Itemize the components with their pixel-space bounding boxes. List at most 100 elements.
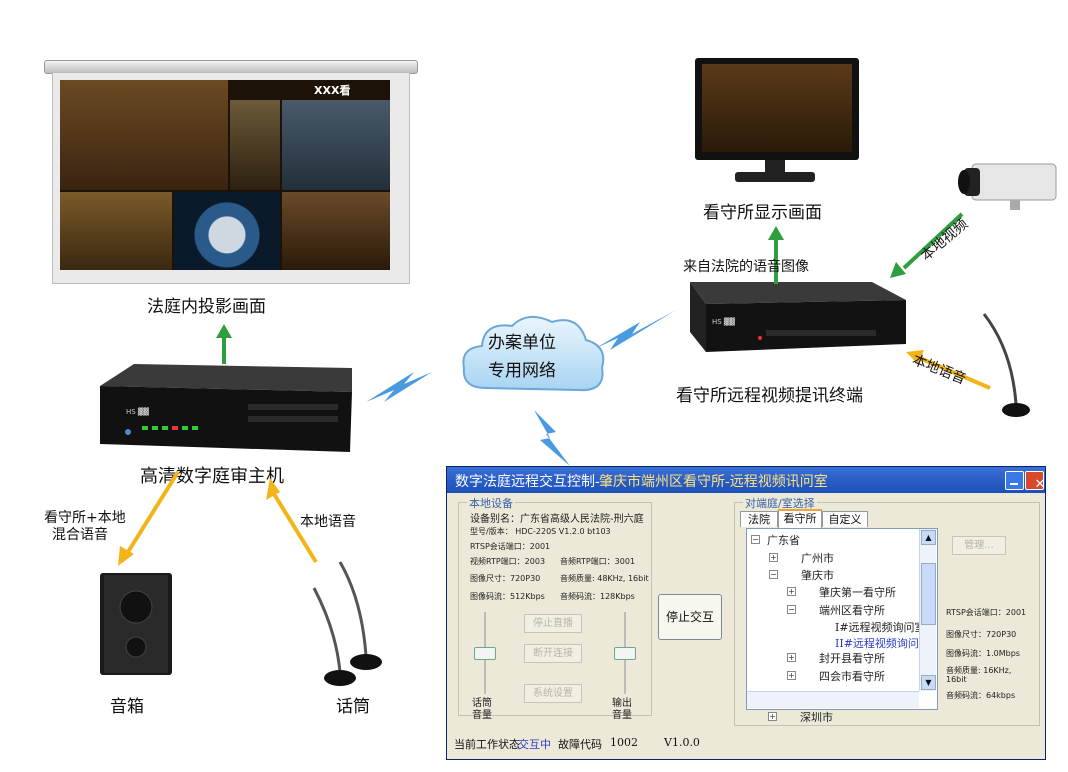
microphone-icon-right bbox=[982, 313, 1030, 417]
microphone-icon-left bbox=[312, 561, 382, 686]
network-cloud bbox=[462, 315, 605, 392]
audio-rtp-port: 音频RTP端口：3001 bbox=[560, 557, 636, 566]
expand-icon[interactable]: + bbox=[768, 712, 777, 721]
disconnect-button[interactable]: 断开连接 bbox=[524, 644, 582, 663]
projector-label: 法庭内投影画面 bbox=[147, 297, 266, 317]
collapse-icon[interactable]: − bbox=[787, 605, 796, 614]
svg-text:HS ▓▓: HS ▓▓ bbox=[712, 317, 735, 326]
tree-hscrollbar[interactable] bbox=[747, 691, 919, 708]
video-tile-defendant bbox=[230, 100, 280, 190]
arrow-mic-to-terminal bbox=[919, 356, 991, 390]
close-button[interactable]: ✕ bbox=[1025, 471, 1046, 492]
remote-room-group: 对端庭/室选择 bbox=[734, 495, 1040, 726]
location-tree[interactable]: − 广东省 + 广州市 − 肇庆市 + 肇庆第一看守所 − 端州区看守所 I#远… bbox=[746, 528, 938, 710]
remote-rtsp-port: RTSP会话端口：2001 bbox=[946, 608, 1027, 617]
tree-node-shenzhen[interactable]: 深圳市 bbox=[800, 711, 833, 724]
mix-audio-label-line1: 看守所+本地 bbox=[44, 510, 126, 526]
tree-node-duanzhou[interactable]: 端州区看守所 bbox=[819, 604, 885, 617]
arrow-mic-to-host bbox=[272, 492, 318, 564]
from-court-label: 来自法院的语音图像 bbox=[683, 259, 809, 275]
device-alias: 设备别名：广东省高级人民法院-刑六庭 bbox=[470, 514, 644, 525]
fault-label: 故障代码 bbox=[558, 738, 602, 751]
courtroom-video-mosaic bbox=[60, 80, 390, 270]
device-model: 型号/版本： HDC-220S V1.2.0 bt103 bbox=[470, 527, 611, 536]
collapse-icon[interactable]: − bbox=[751, 535, 760, 544]
local-rtsp-port: RTSP会话端口：2001 bbox=[470, 542, 551, 551]
minimize-icon bbox=[1010, 483, 1018, 485]
local-image-size: 图像尺寸：720P30 bbox=[470, 574, 541, 583]
output-volume-label-2: 音量 bbox=[612, 710, 632, 721]
scroll-up-icon[interactable]: ▲ bbox=[921, 530, 936, 545]
local-group-title: 本地设备 bbox=[467, 495, 515, 511]
version-text: V1.0.0 bbox=[664, 736, 700, 749]
manage-button[interactable]: 管理... bbox=[952, 536, 1006, 555]
monitor-stand bbox=[765, 160, 785, 172]
monitor-label: 看守所显示画面 bbox=[703, 203, 822, 223]
expand-icon[interactable]: + bbox=[769, 553, 778, 562]
expand-icon[interactable]: + bbox=[787, 671, 796, 680]
speaker-label: 音箱 bbox=[110, 697, 144, 717]
stop-interaction-button[interactable]: 停止交互 bbox=[658, 594, 722, 640]
video-tile-judges bbox=[60, 192, 172, 270]
tab-court[interactable]: 法院 bbox=[740, 511, 778, 527]
local-audio-label-left: 本地语音 bbox=[300, 514, 356, 530]
remote-audio-quality-1: 音频质量: 16KHz, bbox=[946, 666, 1012, 675]
mic-volume-slider[interactable] bbox=[474, 647, 496, 660]
collapse-icon[interactable]: − bbox=[769, 570, 778, 579]
cloud-text-line1: 办案单位 bbox=[488, 333, 556, 353]
tree-node-room-2[interactable]: II#远程视频询问 bbox=[835, 637, 919, 650]
mic-volume-label-2: 音量 bbox=[472, 710, 492, 721]
prison-monitor-screen bbox=[702, 64, 852, 152]
remote-audio-quality-2: 16bit bbox=[946, 675, 967, 684]
window-title-prefix: 数字法庭远程交互控制- bbox=[455, 474, 600, 490]
arrow-camera-to-terminal bbox=[902, 212, 964, 270]
local-device-group: 本地设备 bbox=[458, 495, 652, 716]
tree-node-zhaoqing[interactable]: 肇庆市 bbox=[801, 569, 834, 582]
status-bar: 当前工作状态 交互中 故障代码 1002 V1.0.0 bbox=[446, 734, 1044, 752]
remote-audio-rate: 音频码流：64kbps bbox=[946, 691, 1016, 700]
tab-detention-center[interactable]: 看守所 bbox=[778, 509, 822, 528]
system-settings-button[interactable]: 系统设置 bbox=[524, 684, 582, 703]
tree-scrollbar[interactable]: ▲ ▼ bbox=[919, 529, 936, 691]
svg-text:HS ▓▓: HS ▓▓ bbox=[126, 407, 149, 416]
mic-volume-label-1: 话筒 bbox=[472, 698, 492, 709]
tree-node-room-1[interactable]: I#远程视频询问室 bbox=[835, 621, 926, 634]
scroll-thumb[interactable] bbox=[921, 563, 936, 625]
remote-image-rate: 图像码流：1.0Mbps bbox=[946, 649, 1020, 658]
arrow-host-to-speaker bbox=[126, 470, 180, 554]
window-title-location: 肇庆市端州区看守所-远程视频讯问室 bbox=[599, 474, 828, 490]
output-volume-label-1: 输出 bbox=[612, 698, 632, 709]
monitor-base bbox=[735, 172, 815, 182]
tree-node-fengkai[interactable]: 封开县看守所 bbox=[819, 652, 885, 665]
video-tile-police bbox=[282, 100, 390, 190]
cloud-text-line2: 专用网络 bbox=[488, 361, 556, 381]
fault-code: 1002 bbox=[610, 736, 638, 749]
expand-icon[interactable]: + bbox=[787, 653, 796, 662]
scroll-down-icon[interactable]: ▼ bbox=[921, 675, 936, 690]
video-rtp-port: 视频RTP端口：2003 bbox=[470, 557, 546, 566]
terminal-label: 看守所远程视频提讯终端 bbox=[676, 386, 863, 406]
tree-node-guangdong[interactable]: 广东省 bbox=[767, 534, 800, 547]
status-label: 当前工作状态 bbox=[454, 738, 520, 751]
video-tile-evidence-disc bbox=[174, 192, 280, 270]
remote-group-title: 对端庭/室选择 bbox=[743, 495, 817, 511]
tree-node-sihui[interactable]: 四会市看守所 bbox=[819, 670, 885, 683]
window-titlebar[interactable]: 数字法庭远程交互控制- 肇庆市端州区看守所-远程视频讯问室 ✕ bbox=[447, 467, 1045, 493]
speaker-icon bbox=[100, 573, 172, 675]
prison-terminal-device: HS ▓▓ bbox=[690, 282, 906, 352]
close-icon: ✕ bbox=[1034, 477, 1046, 492]
stop-live-button[interactable]: 停止直播 bbox=[524, 614, 582, 633]
status-value: 交互中 bbox=[518, 738, 551, 751]
minimize-button[interactable] bbox=[1005, 471, 1024, 490]
tree-node-zhaoqing-first[interactable]: 肇庆第一看守所 bbox=[819, 586, 896, 599]
screen-title-text: XXX看 bbox=[314, 84, 351, 97]
remote-image-size: 图像尺寸：720P30 bbox=[946, 630, 1017, 639]
tab-custom[interactable]: 自定义 bbox=[822, 511, 868, 527]
tree-node-guangzhou[interactable]: 广州市 bbox=[801, 552, 834, 565]
local-audio-quality: 音频质量: 48KHz, 16bit bbox=[560, 574, 649, 583]
output-volume-slider[interactable] bbox=[614, 647, 636, 660]
local-image-rate: 图像码流：512Kbps bbox=[470, 592, 545, 601]
lightning-right bbox=[596, 310, 676, 350]
expand-icon[interactable]: + bbox=[787, 587, 796, 596]
